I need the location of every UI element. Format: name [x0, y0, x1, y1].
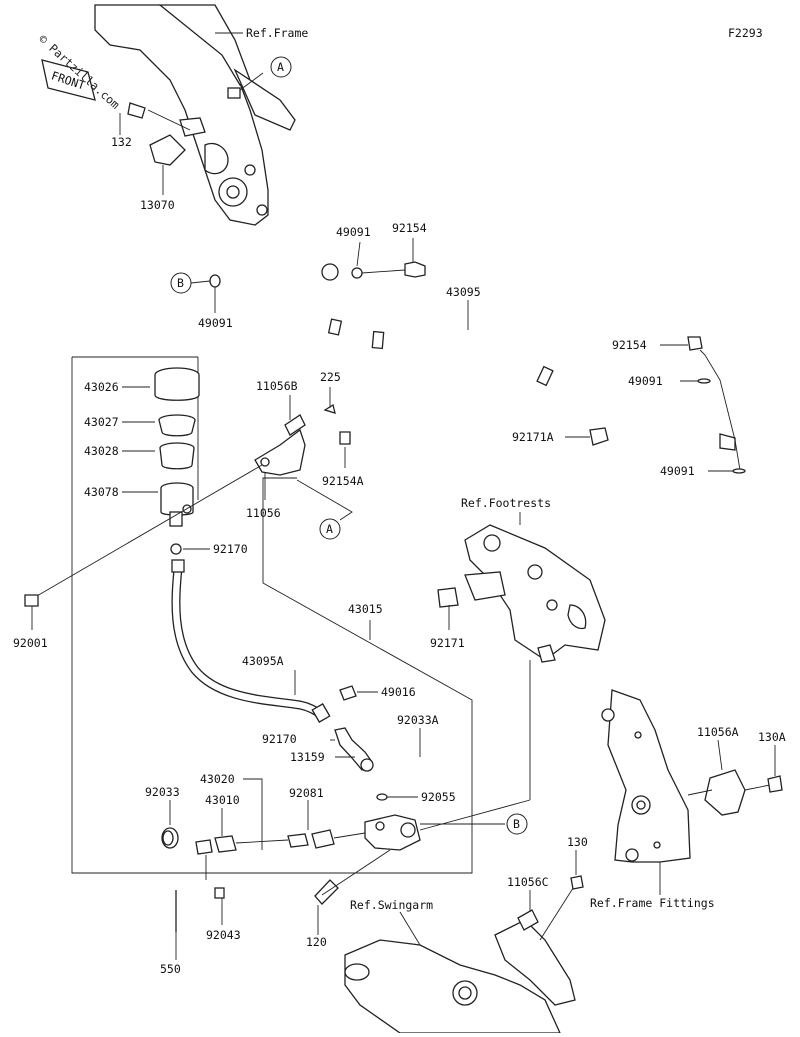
- part-label-43095[interactable]: 43095: [446, 285, 481, 299]
- lower-hose: [170, 543, 331, 723]
- part-label-120[interactable]: 120: [306, 935, 327, 949]
- part-label-130A[interactable]: 130A: [758, 730, 786, 744]
- ref-frame-fittings-label[interactable]: Ref.Frame Fittings: [590, 896, 715, 910]
- part-label-43027[interactable]: 43027: [84, 415, 119, 429]
- footrest-plate: [419, 524, 606, 831]
- swingarm: [344, 875, 584, 1034]
- part-label-43078[interactable]: 43078: [84, 485, 119, 499]
- part-label-43028[interactable]: 43028: [84, 444, 119, 458]
- part-label-92170-mid[interactable]: 92170: [262, 732, 297, 746]
- ref-frame-label[interactable]: Ref.Frame: [246, 26, 308, 40]
- part-label-49091-right1[interactable]: 49091: [628, 374, 663, 388]
- part-label-43010[interactable]: 43010: [205, 793, 240, 807]
- part-label-13159[interactable]: 13159: [290, 750, 325, 764]
- front-badge: FRONT: [41, 59, 96, 101]
- bubble-b-bottom[interactable]: B: [506, 813, 528, 835]
- part-label-132[interactable]: 132: [111, 135, 132, 149]
- part-label-49091-left[interactable]: 49091: [198, 316, 233, 330]
- part-label-92154A[interactable]: 92154A: [322, 474, 364, 488]
- part-label-49091-top[interactable]: 49091: [336, 225, 371, 239]
- bubble-b-top[interactable]: B: [170, 272, 192, 294]
- part-label-11056A[interactable]: 11056A: [697, 725, 739, 739]
- part-label-92154-right[interactable]: 92154: [612, 338, 647, 352]
- assembly-outline: [71, 356, 473, 874]
- ref-footrests-label[interactable]: Ref.Footrests: [461, 496, 551, 510]
- bubble-a-top-label: A: [277, 60, 284, 74]
- upper-hose-fittings: [209, 261, 746, 474]
- part-label-11056[interactable]: 11056: [246, 506, 281, 520]
- leader-lines: [31, 32, 776, 960]
- part-label-92081[interactable]: 92081: [289, 786, 324, 800]
- bubble-b-bottom-label: B: [513, 817, 520, 831]
- part-label-13070[interactable]: 13070: [140, 198, 175, 212]
- figure-code: F2293: [728, 26, 763, 40]
- frame-section: [94, 4, 296, 226]
- bubble-b-top-label: B: [177, 276, 184, 290]
- part-label-225[interactable]: 225: [320, 370, 341, 384]
- part-label-92171[interactable]: 92171: [430, 636, 465, 650]
- part-label-11056B[interactable]: 11056B: [256, 379, 298, 393]
- ref-swingarm-label[interactable]: Ref.Swingarm: [350, 898, 433, 912]
- part-label-92154-top[interactable]: 92154: [392, 221, 427, 235]
- part-label-92171A[interactable]: 92171A: [512, 430, 554, 444]
- frame-fittings: [601, 689, 783, 863]
- part-label-43020[interactable]: 43020: [200, 772, 235, 786]
- part-label-43095A[interactable]: 43095A: [242, 654, 284, 668]
- reservoir-stack: [154, 367, 200, 527]
- part-label-92001[interactable]: 92001: [13, 636, 48, 650]
- part-label-92033[interactable]: 92033: [145, 785, 180, 799]
- part-label-43026[interactable]: 43026: [84, 380, 119, 394]
- part-label-92170-top[interactable]: 92170: [213, 542, 248, 556]
- part-label-11056C[interactable]: 11056C: [507, 875, 549, 889]
- bubble-a-mid[interactable]: A: [319, 518, 341, 540]
- part-label-130[interactable]: 130: [567, 835, 588, 849]
- part-label-49091-right2[interactable]: 49091: [660, 464, 695, 478]
- bubble-a-mid-label: A: [326, 522, 333, 536]
- bracket-11056: [24, 403, 351, 607]
- part-label-92033A[interactable]: 92033A: [397, 713, 439, 727]
- part-label-92055[interactable]: 92055: [421, 790, 456, 804]
- bubble-a-top[interactable]: A: [270, 56, 292, 78]
- part-label-92043[interactable]: 92043: [206, 928, 241, 942]
- upper-hose: [241, 250, 741, 471]
- part-label-49016[interactable]: 49016: [381, 685, 416, 699]
- part-label-43015[interactable]: 43015: [348, 602, 383, 616]
- part-label-550[interactable]: 550: [160, 962, 181, 976]
- master-cylinder: [161, 685, 421, 932]
